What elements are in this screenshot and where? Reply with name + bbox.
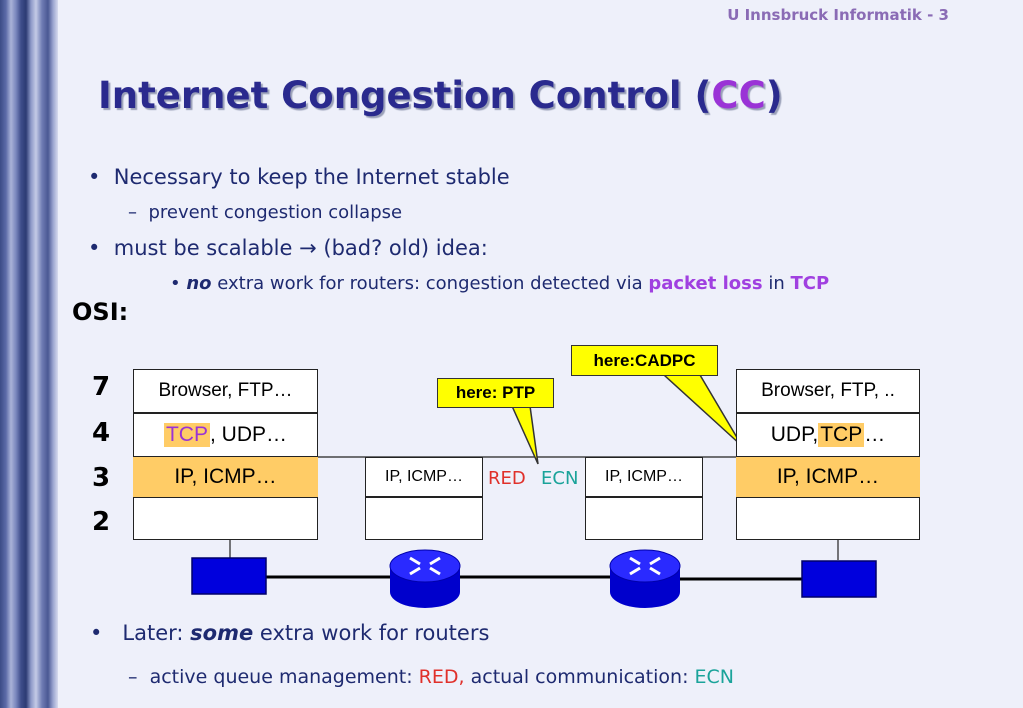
callout-cadpc-pointer <box>662 374 743 447</box>
bullet-3: • Later: some extra work for routers <box>90 621 490 645</box>
right-host-layer4-dots: … <box>864 423 886 446</box>
left-host-layer7: Browser, FTP… <box>133 369 318 413</box>
host-icon <box>801 560 877 598</box>
slide-header: U Innsbruck Informatik - 3 <box>727 6 949 24</box>
callout-cadpc-text: here:CADPC <box>593 350 696 370</box>
bullet-1-sub: – prevent congestion collapse <box>128 202 403 223</box>
bullet-1-sub-text: prevent congestion collapse <box>148 202 403 223</box>
bullet-3-suffix: extra work for routers <box>253 621 490 645</box>
router1-layer3-text: IP, ICMP… <box>385 468 463 485</box>
left-host-layer3: IP, ICMP… <box>133 457 318 497</box>
router1-layer3: IP, ICMP… <box>365 457 483 497</box>
right-host-layer3-text: IP, ICMP… <box>776 465 880 488</box>
right-host-layer4: UDP, TCP… <box>736 413 920 457</box>
title-cc: CC <box>711 74 766 117</box>
bullet-3-prefix: Later: <box>122 621 191 645</box>
bullet-1-text: Necessary to keep the Internet stable <box>113 165 510 189</box>
bullet-3-sub-mid: actual communication: <box>464 666 695 688</box>
right-host-tcp: TCP <box>818 423 865 447</box>
left-host-layer4: TCP, UDP… <box>133 413 318 457</box>
bullet-3-sub-red: RED, <box>418 666 465 688</box>
right-host-layer2 <box>736 497 920 540</box>
callout-ptp-pointer <box>510 405 539 465</box>
packet-loss-text: packet loss <box>648 273 763 294</box>
bullet-2: • must be scalable → (bad? old) idea: <box>88 236 488 260</box>
router2-layer3: IP, ICMP… <box>585 457 703 497</box>
callout-ptp: here: PTP <box>437 378 554 408</box>
router2-layer3-text: IP, ICMP… <box>605 468 683 485</box>
tcp-text: TCP <box>790 273 830 294</box>
router2-layer2 <box>585 497 703 540</box>
title-close: ) <box>765 74 783 117</box>
decorative-sidebar-stripe <box>0 0 58 708</box>
osi-label: OSI: <box>72 298 129 326</box>
layer-7-label: 7 <box>92 372 111 402</box>
router-icon <box>389 549 461 608</box>
host-icon <box>191 557 267 595</box>
slide-title: Internet Congestion Control (CC) <box>98 74 783 117</box>
right-host-layer4-text: UDP, <box>770 423 819 446</box>
left-host-layer4-text: , UDP… <box>209 423 287 446</box>
left-host-layer3-text: IP, ICMP… <box>174 465 277 488</box>
red-label: RED <box>488 468 526 489</box>
right-host-layer3: IP, ICMP… <box>736 457 920 497</box>
ecn-label: ECN <box>541 468 579 489</box>
layer-3-label: 3 <box>92 463 111 493</box>
router1-layer2 <box>365 497 483 540</box>
bullet-2-sub: • no extra work for routers: congestion … <box>170 273 830 294</box>
left-host-layer2 <box>133 497 318 540</box>
left-host-layer7-text: Browser, FTP… <box>158 380 293 401</box>
callout-cadpc: here:CADPC <box>571 345 718 376</box>
bullet-3-sub-ecn: ECN <box>694 666 735 688</box>
layer-4-label: 4 <box>92 418 111 448</box>
right-host-layer7-text: Browser, FTP, .. <box>761 380 895 401</box>
bullet-2-text: must be scalable → (bad? old) idea: <box>113 236 488 260</box>
layer-2-label: 2 <box>92 507 111 537</box>
bullet-3-sub: – active queue management: RED, actual c… <box>128 666 735 688</box>
no-text: no <box>186 273 212 294</box>
some-text: some <box>190 621 254 645</box>
callout-ptp-text: here: PTP <box>455 383 536 402</box>
router-icon <box>609 549 681 608</box>
bullet-2-sub-text: extra work for routers: congestion detec… <box>211 273 649 294</box>
bullet-3-sub-prefix: active queue management: <box>149 666 419 688</box>
right-host-layer7: Browser, FTP, .. <box>736 369 920 413</box>
in-text: in <box>762 273 791 294</box>
bullet-1: • Necessary to keep the Internet stable <box>88 165 510 189</box>
title-text: Internet Congestion Control ( <box>98 74 712 117</box>
left-host-tcp: TCP <box>163 423 210 447</box>
